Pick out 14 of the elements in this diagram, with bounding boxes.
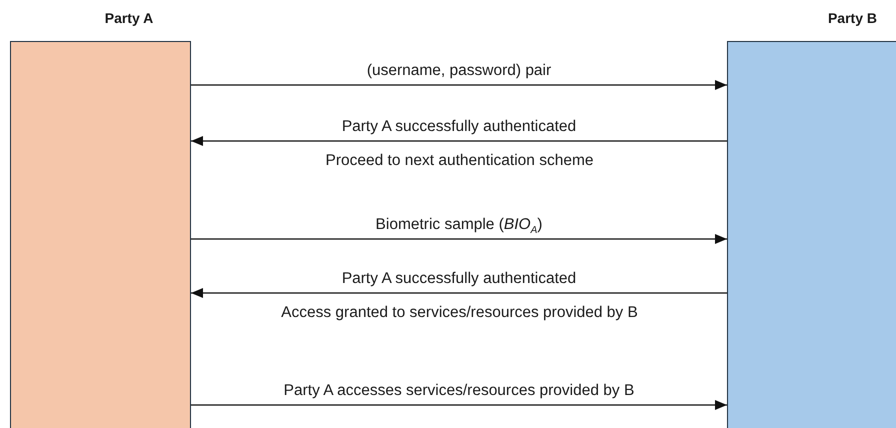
party-heading: Party A xyxy=(104,9,154,27)
edge-label: Biometric sample (BIO$_{A}$) xyxy=(374,215,544,238)
note-text: Access granted to services/resources provided by B xyxy=(280,303,639,323)
message-arrow xyxy=(191,80,727,90)
note-text: Proceed to next authentication scheme xyxy=(324,151,594,171)
message-arrow xyxy=(191,234,727,244)
edge-label: Party A successfully authenticated xyxy=(340,117,578,137)
message-arrow xyxy=(191,136,727,146)
edge-label: Party A accesses services/resources provided by B xyxy=(282,381,636,401)
message-arrow xyxy=(191,288,727,298)
message-arrow xyxy=(191,400,727,410)
edge-label: (username, password) pair xyxy=(366,61,552,81)
party-heading: Party B xyxy=(828,9,877,27)
edge-label: Party A successfully authenticated xyxy=(340,269,578,289)
